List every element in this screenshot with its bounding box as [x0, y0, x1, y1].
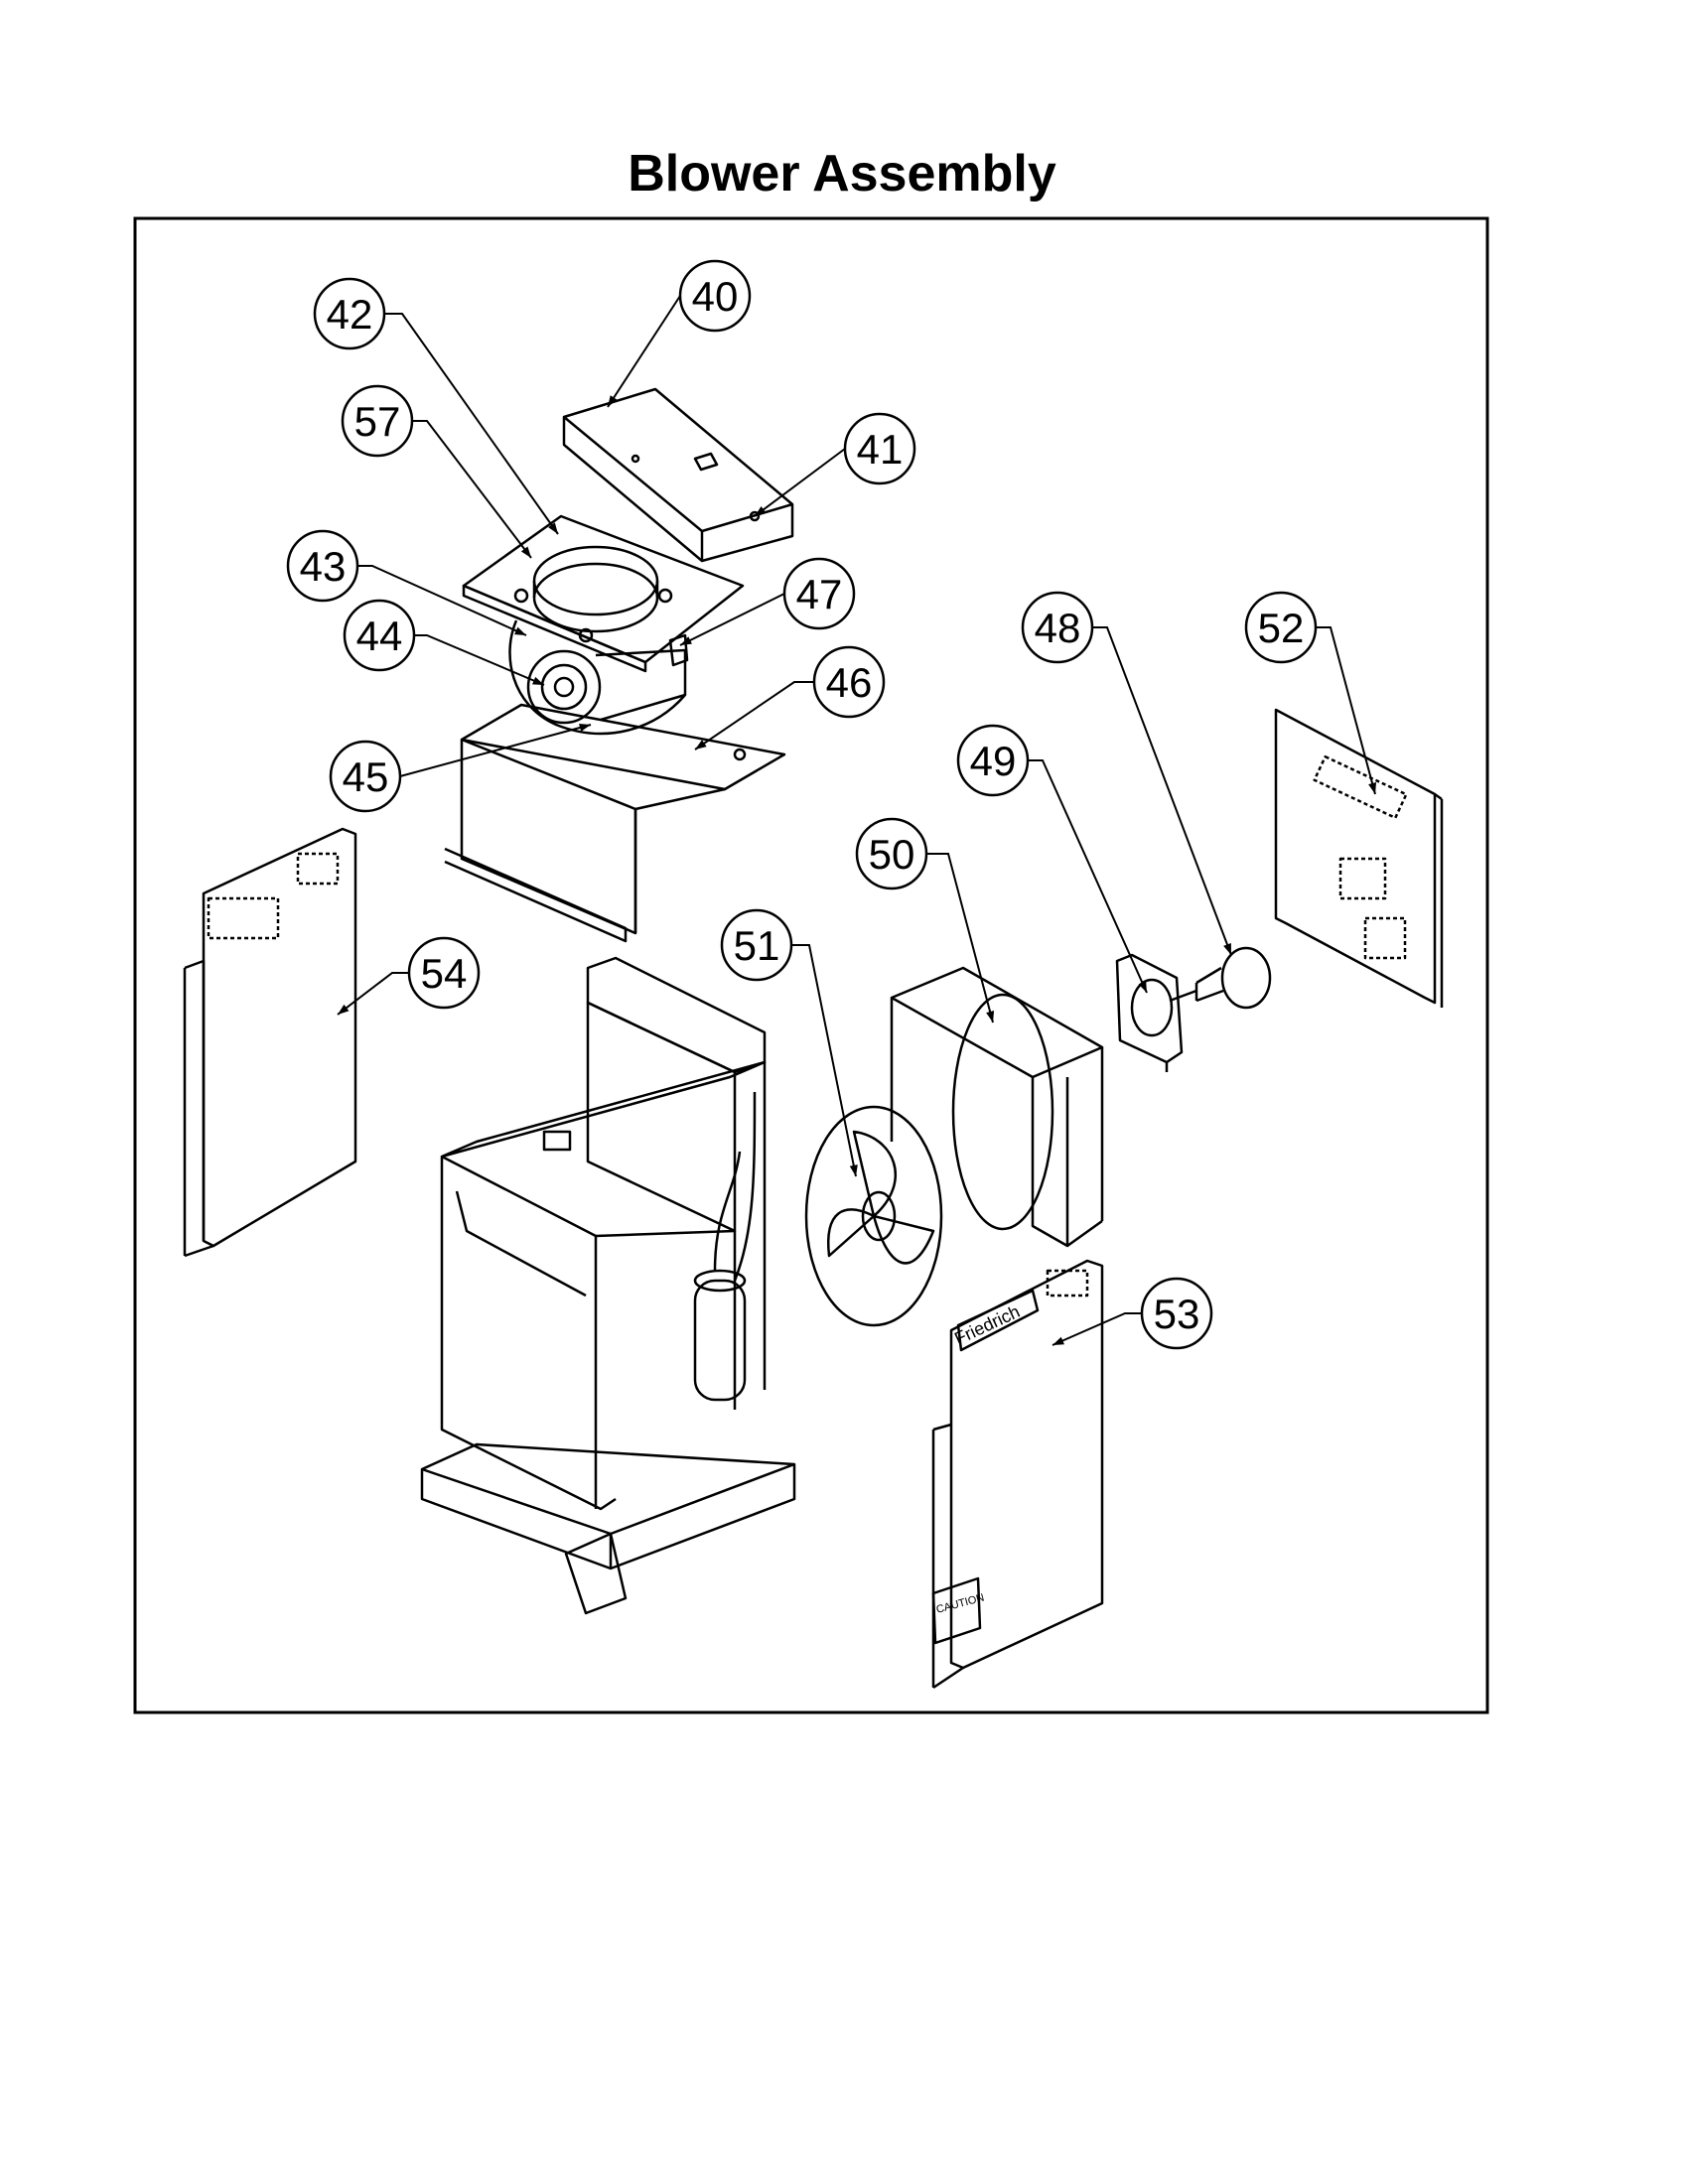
leader-line — [607, 295, 681, 408]
chassis-part — [440, 956, 767, 1511]
right-upper-panel-part — [1274, 708, 1444, 1008]
callout-circle — [286, 529, 359, 603]
callout-circle — [1021, 591, 1094, 664]
leader-line — [694, 681, 814, 751]
diagram-frame — [133, 216, 1489, 1714]
leader-arrowhead — [579, 723, 591, 732]
callout-number: 53 — [1154, 1291, 1200, 1337]
callout-circle — [1244, 591, 1318, 664]
fan-blade-part — [804, 1105, 943, 1327]
callout-circle — [313, 277, 386, 350]
control-box-part — [562, 387, 794, 563]
blower-plate-part — [462, 514, 745, 673]
base-skid-part — [420, 1442, 796, 1615]
leader-line — [791, 944, 857, 1177]
leader-arrowhead — [1138, 981, 1147, 993]
callout-circle — [720, 908, 793, 982]
callout-number: 42 — [327, 291, 373, 338]
callout-41: 41 — [754, 412, 916, 517]
leader-line — [1316, 626, 1376, 795]
leader-line — [399, 724, 592, 777]
callout-circle — [855, 817, 928, 890]
callout-number: 44 — [356, 613, 403, 659]
blower-deck-part — [444, 703, 786, 943]
motor-bracket-part — [1115, 953, 1184, 1072]
leader-line — [412, 420, 532, 559]
callout-circle — [1140, 1277, 1213, 1350]
leader-line — [679, 593, 785, 646]
callout-number: 49 — [970, 738, 1017, 784]
callout-47: 47 — [679, 557, 856, 646]
callout-circle — [329, 740, 402, 813]
leader-line — [1028, 759, 1148, 994]
page-title: Blower Assembly — [628, 145, 1056, 203]
leader-line — [357, 565, 527, 636]
brand-label: Friedrich — [951, 1301, 1023, 1349]
callout-circle — [341, 384, 414, 458]
leader-arrowhead — [548, 522, 558, 534]
callout-number: 46 — [826, 659, 873, 706]
callout-number: 57 — [354, 398, 401, 445]
callout-number: 54 — [421, 950, 468, 997]
callout-44: 44 — [343, 599, 545, 686]
fan-shroud-part — [890, 966, 1104, 1248]
leader-arrowhead — [514, 626, 526, 635]
callout-circle — [843, 412, 916, 485]
callout-number: 41 — [857, 426, 904, 473]
callout-circle — [343, 599, 416, 672]
callout-49: 49 — [956, 724, 1148, 994]
callout-53: 53 — [1052, 1277, 1213, 1350]
callout-52: 52 — [1244, 591, 1377, 795]
callout-circle — [782, 557, 856, 630]
callout-number: 52 — [1258, 605, 1305, 651]
callout-45: 45 — [329, 723, 592, 813]
leader-arrowhead — [1368, 782, 1377, 794]
callout-number: 45 — [343, 753, 389, 800]
leader-line — [926, 853, 994, 1024]
leader-arrowhead — [1223, 943, 1231, 955]
leader-arrowhead — [608, 395, 618, 407]
callout-54: 54 — [337, 936, 481, 1016]
leader-arrowhead — [849, 1164, 858, 1176]
leader-arrowhead — [986, 1011, 995, 1023]
caution-label: CAUTION — [935, 1591, 986, 1615]
right-lower-panel-part — [931, 1259, 1104, 1690]
leader-arrowhead — [520, 546, 531, 558]
callout-50: 50 — [855, 817, 995, 1024]
leader-line — [754, 448, 846, 517]
callout-circle — [956, 724, 1030, 797]
leader-arrowhead — [680, 636, 692, 645]
leader-arrowhead — [1052, 1336, 1064, 1345]
leader-line — [337, 972, 409, 1016]
leader-arrowhead — [338, 1004, 350, 1015]
leader-line — [384, 313, 559, 535]
callout-number: 50 — [869, 831, 915, 878]
callout-48: 48 — [1021, 591, 1232, 956]
blower-housing-part — [508, 619, 689, 736]
leader-line — [1092, 626, 1232, 956]
callout-40: 40 — [607, 259, 752, 408]
leader-arrowhead — [695, 740, 707, 750]
callout-51: 51 — [720, 908, 858, 1177]
callout-number: 47 — [796, 571, 843, 617]
callout-circle — [407, 936, 481, 1010]
leader-line — [1052, 1312, 1142, 1346]
leader-line — [414, 634, 545, 686]
callout-42: 42 — [313, 277, 559, 535]
callout-number: 43 — [300, 543, 347, 590]
fan-motor-part — [1169, 946, 1272, 1010]
callout-circle — [812, 645, 886, 719]
callout-57: 57 — [341, 384, 532, 559]
callout-number: 51 — [734, 922, 780, 969]
callout-circle — [678, 259, 752, 333]
callout-number: 40 — [692, 273, 739, 320]
left-panel-part — [183, 827, 357, 1258]
callout-43: 43 — [286, 529, 527, 636]
leader-arrowhead — [755, 505, 767, 516]
callout-number: 48 — [1035, 605, 1081, 651]
callout-46: 46 — [694, 645, 886, 751]
leader-arrowhead — [532, 676, 544, 685]
